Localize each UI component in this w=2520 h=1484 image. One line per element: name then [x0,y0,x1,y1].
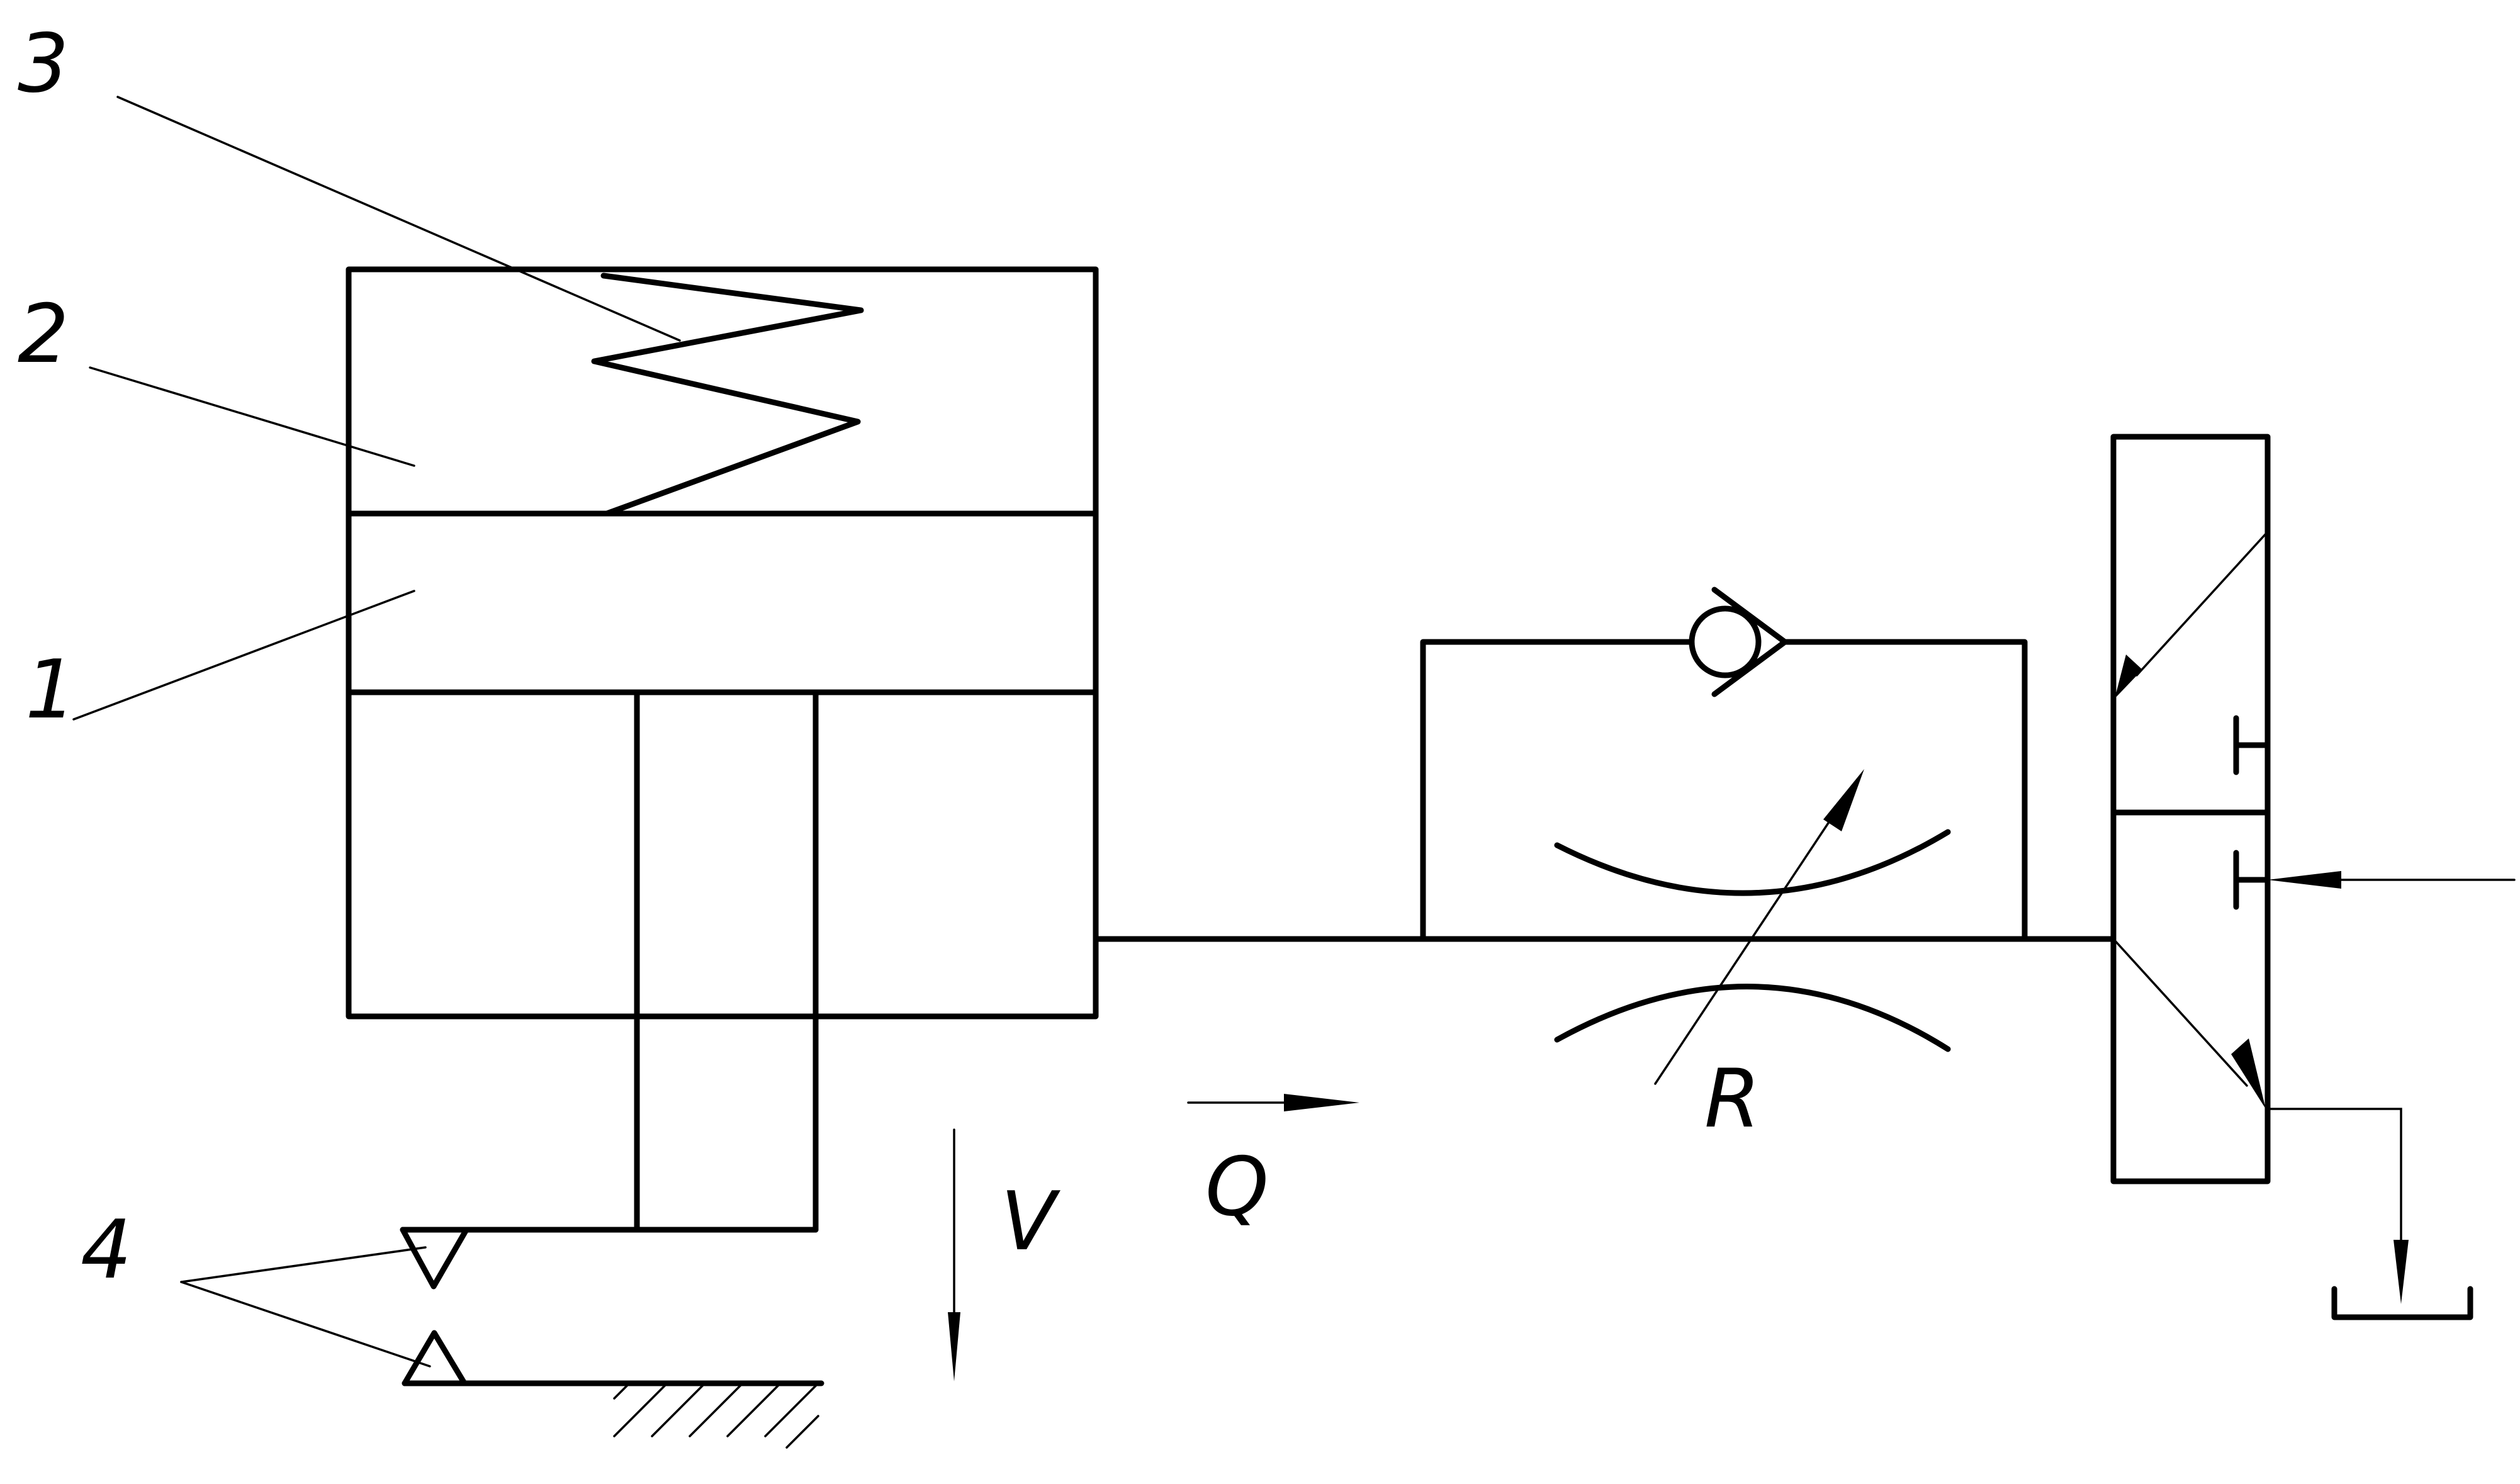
leader-2 [89,366,415,467]
adjustable-throttle [1554,769,1951,1085]
directional-valve [2110,434,2271,1184]
valve-flow-arrow-upper [2135,531,2269,677]
flow-arrow [1187,1094,1359,1111]
lower-stop-triangle [402,1330,468,1386]
drain-arrowhead [2393,1240,2409,1304]
throttle-adjust-arrow-shaft [1654,798,1845,1085]
throttle-upper-arc [1554,829,1951,896]
label-3: 3 [18,17,69,111]
cylinder [346,266,1099,1020]
velocity-arrowhead [948,1312,960,1381]
throttle-lower-arc [1554,984,1951,1052]
leader-4-lower [180,1281,431,1368]
check-valve-seat [1711,587,1788,697]
check-valve-ball [1689,605,1762,678]
drain-line [2266,1108,2473,1320]
leader-lines [72,96,681,1368]
throttle-adjust-arrowhead [1823,769,1864,831]
valve-body [2110,434,2271,1184]
valve-flow-arrow-lower [2112,938,2248,1087]
control-arrowhead [2268,871,2341,889]
velocity-arrow [948,1128,960,1381]
label-q: Q [1205,1140,1269,1234]
tank-symbol [2331,1286,2473,1320]
bypass-right-leg [1782,639,2028,942]
flow-arrowhead [1284,1094,1359,1111]
leader-4-upper [180,1246,427,1283]
stops [400,1227,824,1449]
ground-hatching [613,1382,819,1449]
label-v: V [1001,1175,1060,1269]
piston-rod [400,689,819,1233]
spring [591,273,864,517]
upper-stop-triangle [400,1227,470,1290]
label-r: R [1704,1052,1760,1146]
drain-pipe [2266,1108,2402,1285]
control-signal-arrow [2268,871,2516,889]
check-valve-bypass [1420,587,2028,942]
valve-flow-arrowhead-upper [2115,655,2142,699]
bypass-left-leg [1420,639,1695,942]
label-1: 1 [25,643,76,737]
valve-flow-arrowhead-lower [2231,1038,2266,1109]
label-4: 4 [81,1203,132,1297]
leader-1 [72,590,415,721]
leader-3 [116,96,681,342]
label-2: 2 [18,288,69,381]
cylinder-housing [346,266,1099,1020]
